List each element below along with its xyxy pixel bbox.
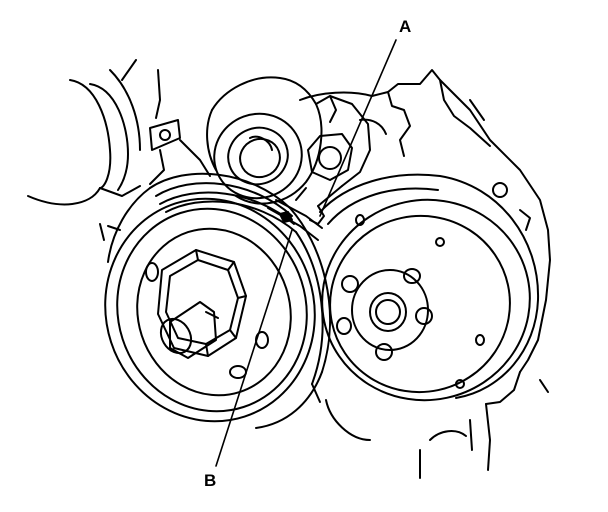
callout-label-b: B <box>204 471 217 490</box>
leader-line-a <box>320 40 396 216</box>
crank-bolt <box>155 250 246 359</box>
engine-block-outline <box>300 70 550 478</box>
drive-belt <box>268 200 322 240</box>
idler-pulley <box>202 77 321 210</box>
callout-label-a: A <box>399 17 412 36</box>
left-housing <box>28 60 210 240</box>
leader-line-b <box>216 230 292 466</box>
pump-pulley <box>303 175 548 440</box>
leader-lines <box>216 40 396 466</box>
